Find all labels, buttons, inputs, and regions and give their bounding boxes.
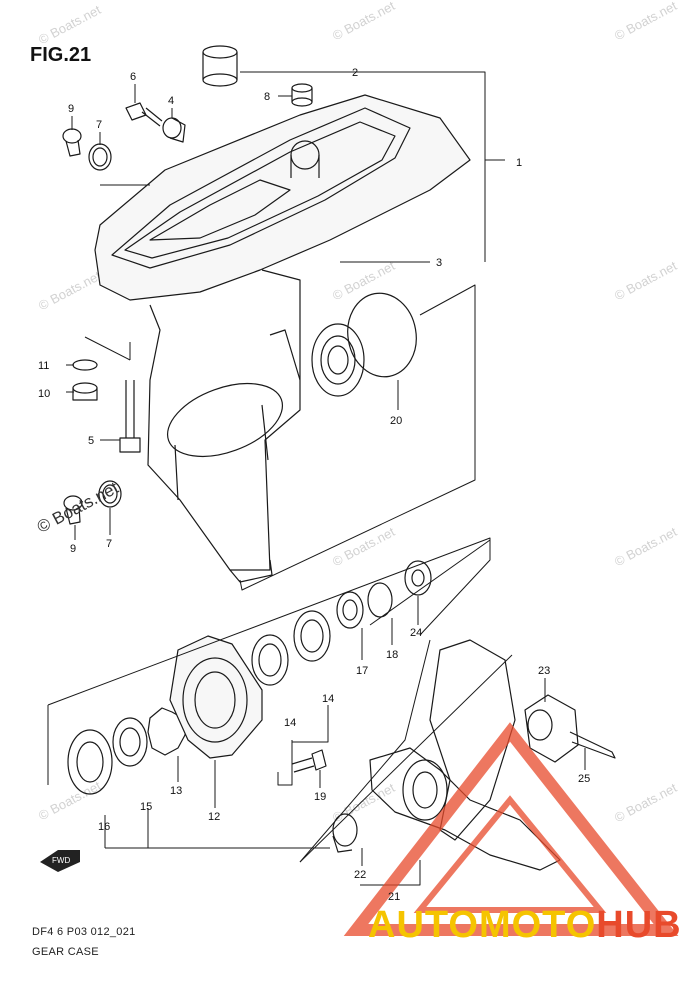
part-9-plug-bottom — [63, 495, 83, 525]
callout-20: 20 — [390, 415, 402, 427]
callout-7-top: 7 — [96, 119, 102, 131]
part-7-gasket-bottom — [98, 480, 122, 508]
part-19-bolt — [291, 749, 327, 773]
part-10-nut — [72, 382, 98, 401]
part-12-carrier — [169, 635, 263, 759]
svg-text:FWD: FWD — [52, 856, 70, 865]
drawing-code: DF4 6 P03 012_021 — [32, 926, 136, 938]
part-6-bolt — [125, 102, 163, 127]
part-7-gasket-top — [88, 143, 112, 171]
callout-25: 25 — [578, 773, 590, 785]
brand-part-b: HUB — [596, 904, 682, 946]
callout-16: 16 — [98, 821, 110, 833]
part-18-washer — [367, 582, 393, 618]
callout-14-b: 14 — [322, 693, 334, 705]
callout-22: 22 — [354, 869, 366, 881]
callout-5: 5 — [88, 435, 94, 447]
part-13-clip — [147, 707, 187, 756]
part-20-bearing — [311, 323, 365, 397]
part-17-bushing — [336, 591, 364, 629]
callout-13: 13 — [170, 785, 182, 797]
callout-9-top: 9 — [68, 103, 74, 115]
callout-24: 24 — [410, 627, 422, 639]
triangle-logo-icon — [343, 722, 679, 936]
callout-17: 17 — [356, 665, 368, 677]
callout-7-bottom: 7 — [106, 538, 112, 550]
callout-11: 11 — [38, 360, 49, 372]
callout-2: 2 — [352, 67, 358, 79]
callout-6: 6 — [130, 71, 136, 83]
callout-10: 10 — [38, 388, 50, 400]
gear-case-housing — [94, 94, 471, 583]
part-16-bearing — [67, 729, 113, 795]
figure-title: FIG.21 — [30, 44, 92, 66]
leader-lines — [66, 71, 586, 866]
part-11-washer — [72, 359, 98, 371]
part-9-plug-top — [62, 128, 82, 157]
callout-15: 15 — [140, 801, 152, 813]
part-5-stud — [119, 380, 141, 453]
part-25-cotter-pin — [569, 731, 616, 759]
part-4-bushing — [162, 117, 186, 143]
brand-logo-text: AUTOMOTOHUB — [368, 904, 682, 947]
fwd-arrow-icon: FWD — [40, 850, 80, 872]
callout-19: 19 — [314, 791, 326, 803]
callout-14-a: 14 — [284, 717, 296, 729]
group-frame-lines — [47, 284, 513, 886]
callout-21: 21 — [388, 891, 400, 903]
brand-part-a: AUTOMOTO — [368, 904, 597, 946]
part-21-propeller — [369, 639, 561, 871]
callout-8: 8 — [264, 91, 270, 103]
part-14-seal-b — [293, 610, 331, 662]
figure-caption: GEAR CASE — [32, 946, 99, 958]
part-15-bearing — [112, 717, 148, 767]
part-14-seal-a — [251, 634, 289, 686]
callout-18: 18 — [386, 649, 398, 661]
callout-4: 4 — [168, 95, 174, 107]
part-24-splined-washer — [404, 560, 432, 596]
callout-9-bottom: 9 — [70, 543, 76, 555]
callout-3: 3 — [436, 257, 442, 269]
callout-12: 12 — [208, 811, 220, 823]
part-8-plug — [291, 83, 313, 107]
callout-1: 1 — [516, 157, 522, 169]
part-2-sleeve — [202, 45, 238, 87]
callout-23: 23 — [538, 665, 550, 677]
